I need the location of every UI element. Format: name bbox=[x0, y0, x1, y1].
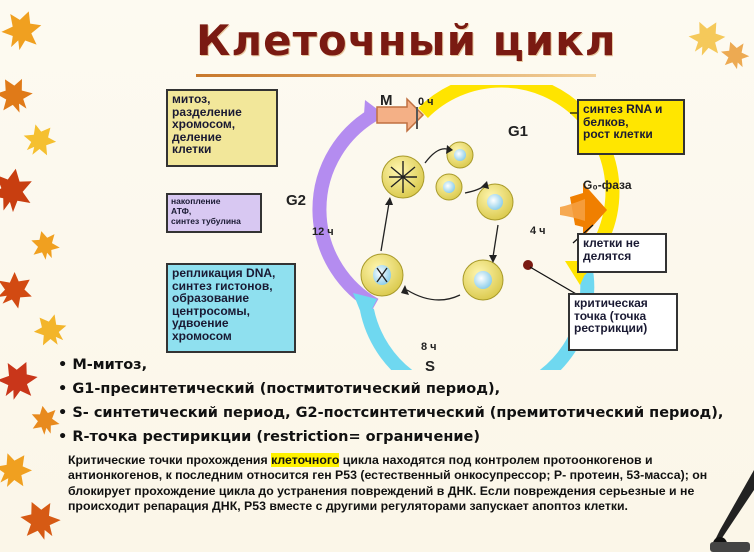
autumn-leaves-decoration-top bbox=[688, 21, 750, 70]
inner-arrow-4 bbox=[406, 289, 461, 301]
g0-arrow bbox=[570, 183, 607, 237]
cell-stage-daughter-1 bbox=[446, 141, 474, 169]
cell-stage-s bbox=[462, 259, 504, 301]
s-arrowhead bbox=[353, 293, 377, 323]
box-mitosis: митоз, разделение хромосом, деление клет… bbox=[166, 89, 278, 167]
cell-stage-mitosis bbox=[381, 155, 425, 199]
time-label-12h: 12 ч bbox=[312, 226, 334, 238]
phase-label-m: M bbox=[380, 92, 393, 109]
page-title: Клеточный цикл bbox=[196, 16, 617, 65]
m-phase-arrow bbox=[376, 97, 425, 133]
box-atp: накопление АТФ, синтез тубулина bbox=[166, 193, 262, 233]
time-label-4h: 4 ч bbox=[530, 225, 546, 237]
inner-arrow-1 bbox=[424, 148, 448, 164]
phase-label-g0: G₀-фаза bbox=[583, 178, 632, 192]
g2-arc bbox=[312, 108, 379, 312]
box-critical-point: критическая точка (точка рестрикции) bbox=[568, 293, 678, 351]
inner-arrow-5 bbox=[380, 202, 390, 252]
phase-label-g2: G2 bbox=[286, 192, 307, 209]
inner-arrow-3 bbox=[492, 224, 499, 258]
cell-stage-g1 bbox=[476, 183, 514, 221]
bullet-restriction: R-точка рестирикции (restriction= ограни… bbox=[58, 429, 480, 445]
bullet-s-g2: S- синтетический период, G2-постсинтетич… bbox=[58, 405, 723, 421]
box-rna-synthesis: синтез RNA и белков, рост клетки bbox=[577, 99, 685, 155]
explanation-paragraph: Критические точки прохождения клеточного… bbox=[68, 453, 708, 514]
bullet-mitosis: М-митоз, bbox=[58, 357, 147, 373]
bullet-g1: G1-пресинтетический (постмитотический пе… bbox=[58, 381, 500, 397]
box-no-division: клетки не делятся bbox=[577, 233, 667, 273]
pen-decoration bbox=[710, 470, 754, 552]
g2-arrowhead bbox=[363, 100, 385, 129]
box-replication: репликация DNA, синтез гистонов, образов… bbox=[166, 263, 296, 353]
phase-label-g1: G1 bbox=[508, 123, 529, 140]
cell-stage-daughter-2 bbox=[435, 173, 463, 201]
time-label-8h: 8 ч bbox=[421, 341, 437, 353]
time-label-0h: 0 ч bbox=[418, 96, 434, 108]
autumn-leaves-decoration bbox=[0, 4, 70, 546]
title-underline bbox=[196, 74, 596, 77]
highlighted-word: клеточного bbox=[271, 453, 340, 467]
phase-label-s: S bbox=[425, 358, 436, 375]
cell-stage-g2 bbox=[360, 253, 404, 297]
